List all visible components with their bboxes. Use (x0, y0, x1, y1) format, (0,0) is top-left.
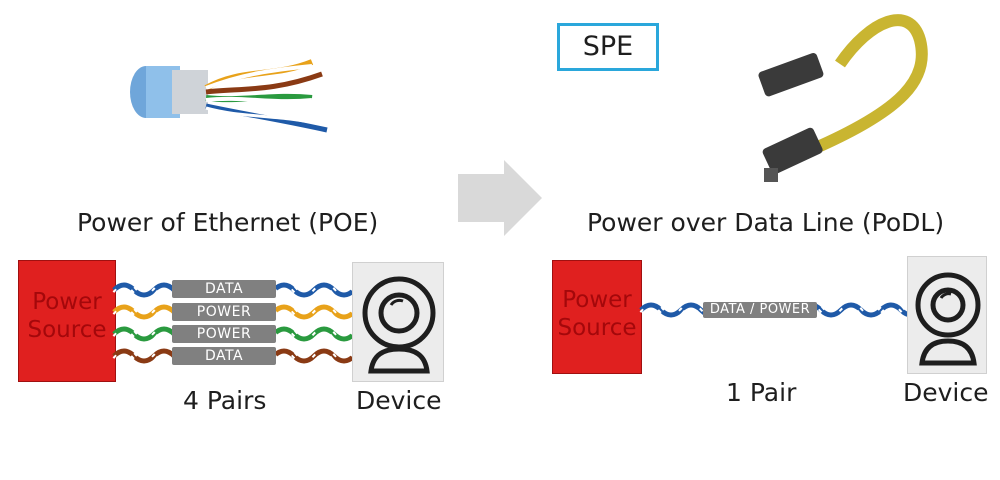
podl-pairs-caption: 1 Pair (726, 378, 797, 407)
poe-pairs-caption: 4 Pairs (183, 386, 267, 415)
poe-device (352, 262, 444, 382)
webcam-icon (362, 276, 436, 374)
pair-label-data-power: DATA / POWER (703, 302, 817, 318)
right-arrow-icon (458, 160, 542, 236)
podl-device (907, 256, 987, 374)
pair-label-1: DATA (172, 280, 276, 298)
pair-label-4: DATA (172, 347, 276, 365)
power-source-line1: Power (562, 287, 632, 313)
spe-badge: SPE (557, 23, 659, 71)
podl-power-source: Power Source (552, 260, 642, 374)
poe-power-source: Power Source (18, 260, 116, 382)
webcam-icon (915, 272, 981, 366)
power-source-line1: Power (32, 289, 102, 315)
poe-title: Power of Ethernet (POE) (77, 208, 379, 237)
poe-device-caption: Device (356, 386, 442, 415)
power-source-line2: Source (557, 315, 637, 341)
pair-label-2: POWER (172, 303, 276, 321)
spe-cable-photo (758, 14, 928, 182)
power-source-line2: Source (27, 317, 107, 343)
pair-label-3: POWER (172, 325, 276, 343)
podl-device-caption: Device (903, 378, 989, 407)
podl-title: Power over Data Line (PoDL) (587, 208, 945, 237)
poe-cable-photo (130, 59, 328, 133)
